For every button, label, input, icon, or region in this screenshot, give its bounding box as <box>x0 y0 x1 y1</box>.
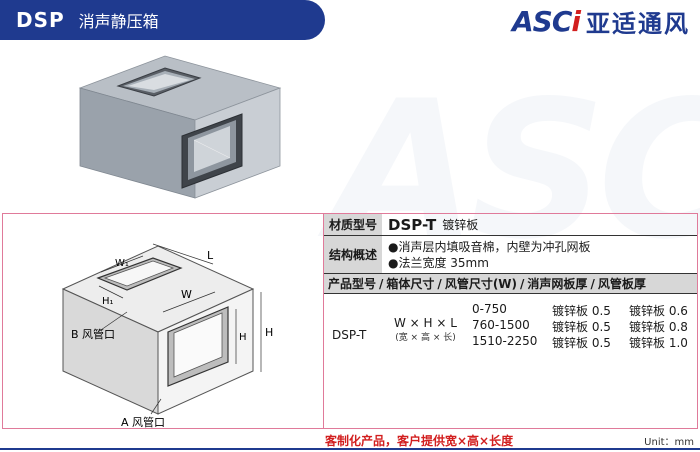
product-name: 消声静压箱 <box>78 12 159 31</box>
col-product-model: 产品型号 <box>328 277 377 291</box>
duct-size-list: 0-750 760-1500 1510-2250 <box>472 302 537 350</box>
custom-note: 客制化产品，客户提供宽×高×长度 <box>325 434 514 448</box>
material-row: 材质型号 DSP-T 镀锌板 <box>324 214 697 236</box>
dimension-drawing-frame: W₁ H₁ L W H H B 风管口 A 风管口 <box>2 213 324 429</box>
perforated-value: 镀锌板 0.5 <box>552 304 611 318</box>
duct-thickness: 镀锌板 0.6 <box>629 304 688 318</box>
material-name: 镀锌板 <box>442 218 479 232</box>
bottom-divider <box>0 448 700 450</box>
col-box-size: 箱体尺寸 <box>386 277 435 291</box>
product-photo <box>78 55 282 199</box>
col-duct-thickness: 风管板厚 <box>597 277 646 291</box>
label-w: W <box>181 288 192 301</box>
title-bar: DSP 消声静压箱 <box>0 0 325 40</box>
structure-value: ●消声层内填吸音棉，内壁为冲孔网板 ●法兰宽度 35mm <box>382 236 697 273</box>
structure-label: 结构概述 <box>324 236 382 273</box>
spec-table-body: DSP-T W × H × L (宽 × 高 × 长) 0-750 760-15… <box>324 294 697 404</box>
col-perforated-thickness: 消声网板厚 <box>527 277 588 291</box>
col-duct-size: 风管尺寸(W) <box>444 277 518 291</box>
company-logo: ASCi 亚适通风 <box>512 4 690 38</box>
perforated-value: 镀锌板 0.5 <box>552 336 611 350</box>
label-w1: W₁ <box>115 258 129 269</box>
material-label: 材质型号 <box>324 214 382 235</box>
table-dimension: W × H × L (宽 × 高 × 长) <box>394 316 457 343</box>
spec-panel: 材质型号 DSP-T 镀锌板 结构概述 ●消声层内填吸音棉，内壁为冲孔网板 ●法… <box>324 213 698 429</box>
duct-size: 0-750 <box>472 302 507 316</box>
duct-thickness: 镀锌板 1.0 <box>629 336 688 350</box>
structure-item: ●消声层内填吸音棉，内壁为冲孔网板 <box>388 240 591 254</box>
label-b-port: B 风管口 <box>71 327 115 341</box>
unit-label: Unit：mm <box>644 437 694 448</box>
structure-row: 结构概述 ●消声层内填吸音棉，内壁为冲孔网板 ●法兰宽度 35mm <box>324 236 697 274</box>
duct-thickness-list: 镀锌板 0.6 镀锌板 0.8 镀锌板 1.0 <box>629 304 688 352</box>
label-h1: H₁ <box>102 296 114 307</box>
logo-mark: ASCi <box>512 4 581 38</box>
perforated-value: 镀锌板 0.5 <box>552 320 611 334</box>
company-name: 亚适通风 <box>586 9 690 38</box>
duct-size: 1510-2250 <box>472 334 538 348</box>
label-h: H <box>265 326 273 339</box>
label-a-port: A 风管口 <box>121 415 165 429</box>
label-h-inner: H <box>239 332 247 343</box>
dimension-drawing: W₁ H₁ L W H H B 风管口 A 风管口 <box>61 243 273 429</box>
label-l: L <box>207 249 214 262</box>
product-model: DSP <box>16 8 65 32</box>
duct-thickness: 镀锌板 0.8 <box>629 320 688 334</box>
table-model: DSP-T <box>332 328 367 342</box>
material-value: DSP-T 镀锌板 <box>382 214 697 235</box>
spec-table-header: 产品型号 / 箱体尺寸 / 风管尺寸(W) / 消声网板厚 / 风管板厚 <box>324 274 697 294</box>
perforated-list: 镀锌板 0.5 镀锌板 0.5 镀锌板 0.5 <box>552 304 611 352</box>
material-code: DSP-T <box>388 215 437 234</box>
duct-size: 760-1500 <box>472 318 530 332</box>
structure-item: ●法兰宽度 35mm <box>388 256 489 270</box>
